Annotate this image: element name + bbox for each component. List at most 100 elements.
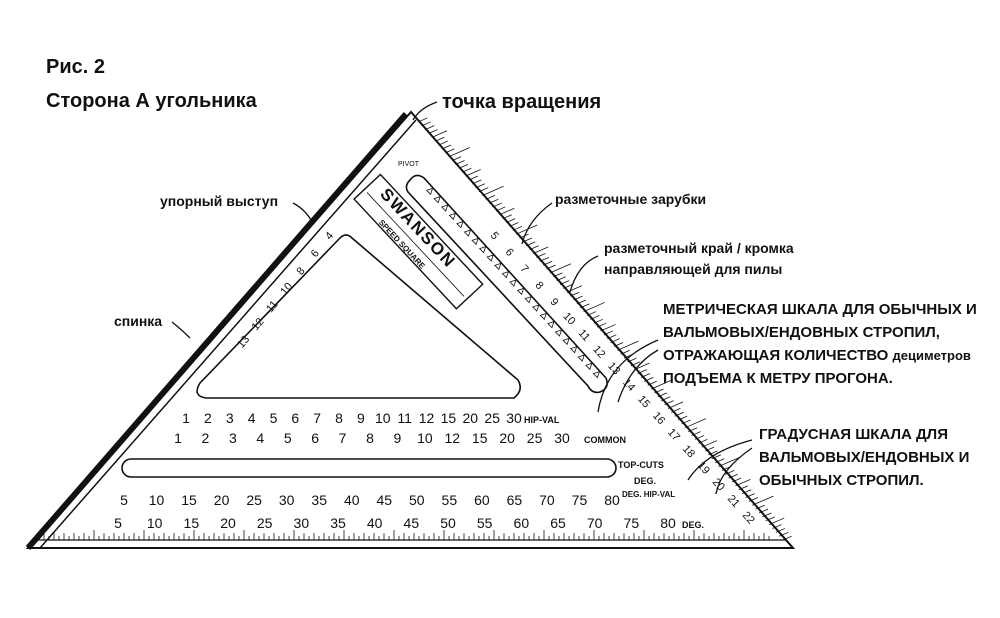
scale-number: 25 — [527, 430, 543, 446]
hip-val-mark: HIP-VAL — [524, 415, 560, 425]
pivot-label: точка вращения — [442, 91, 602, 113]
degree-scale-label-line1: ГРАДУСНАЯ ШКАЛА ДЛЯ — [759, 426, 948, 443]
scale-number: 30 — [554, 430, 570, 446]
base-ruler-ticks — [43, 530, 770, 540]
scale-number: 80 — [604, 492, 620, 508]
top-cuts-mark: TOP-CUTS — [618, 460, 664, 470]
scale-number: 3 — [226, 410, 234, 426]
metric-scale-label-line3: ОТРАЖАЮЩАЯ КОЛИЧЕСТВО дециметров — [663, 347, 971, 364]
scale-number: 50 — [440, 515, 456, 531]
scale-number: 15 — [181, 492, 197, 508]
scale-number: 30 — [506, 410, 522, 426]
scale-number: 5 — [120, 492, 128, 508]
metric-scale-label-line2: ВАЛЬМОВЫХ/ЕНДОВНЫХ СТРОПИЛ, — [663, 324, 940, 341]
scale-number: 6 — [311, 430, 319, 446]
metric-scale-label-line4: ПОДЪЕМА К МЕТРУ ПРОГОНА. — [663, 370, 893, 387]
scale-number: 40 — [367, 515, 383, 531]
lip-label: упорный выступ — [160, 193, 279, 209]
scale-number: 45 — [404, 515, 420, 531]
scale-number: 2 — [204, 410, 212, 426]
brand-plate — [353, 173, 484, 310]
pivot-mark: PIVOT — [398, 161, 420, 168]
scale-number: 65 — [550, 515, 566, 531]
degree-scale-label-line2: ВАЛЬМОВЫХ/ЕНДОВНЫХ И — [759, 449, 970, 466]
scale-number: 65 — [507, 492, 523, 508]
hypotenuse-ruler-ticks — [418, 117, 792, 541]
notches-label: разметочные зарубки — [555, 191, 707, 207]
scale-number: 70 — [539, 492, 555, 508]
scale-number: 35 — [330, 515, 346, 531]
scale-number: 60 — [514, 515, 530, 531]
scale-number: 35 — [311, 492, 327, 508]
scale-number: 7 — [339, 430, 347, 446]
scale-number: 15 — [472, 430, 488, 446]
scale-number: 55 — [477, 515, 493, 531]
scale-number: 30 — [294, 515, 310, 531]
scale-number: 30 — [279, 492, 295, 508]
degree-scale-bottom-row: 5 10 15 20 25 30 35 40 45 50 55 60 65 70 75 80 — [114, 515, 676, 531]
scale-number: 45 — [376, 492, 392, 508]
inner-cutout — [196, 234, 522, 399]
notch-slot — [405, 174, 608, 394]
back-label: спинка — [114, 313, 163, 329]
scale-number: 3 — [229, 430, 237, 446]
edge-label-line1: разметочный край / кромка — [604, 240, 794, 256]
scale-number: 1 — [174, 430, 182, 446]
notch-teeth — [425, 187, 601, 379]
deg-mark: DEG. — [634, 476, 656, 486]
scale-number: 10 — [417, 430, 433, 446]
common-mark: COMMON — [584, 435, 626, 445]
scale-number: 10 — [149, 492, 165, 508]
figure-subtitle: Сторона А угольника — [46, 90, 257, 112]
scale-number: 20 — [499, 430, 515, 446]
scale-number: 25 — [484, 410, 500, 426]
metric-scale-label-line1: МЕТРИЧЕСКАЯ ШКАЛА ДЛЯ ОБЫЧНЫХ И — [663, 301, 977, 318]
scale-number: 25 — [246, 492, 262, 508]
scale-number: 5 — [284, 430, 292, 446]
scale-number: 10 — [375, 410, 391, 426]
scale-number: 8 — [366, 430, 374, 446]
degree-scale-top-row: 5 10 15 20 25 30 35 40 45 50 55 60 65 70 75 80 — [120, 492, 620, 508]
scale-number: 4 — [256, 430, 264, 446]
scale-number: 7 — [313, 410, 321, 426]
scale-number: 25 — [257, 515, 273, 531]
scale-number: 15 — [441, 410, 457, 426]
scale-number: 10 — [147, 515, 163, 531]
scale-number: 9 — [394, 430, 402, 446]
scale-number: 15 — [184, 515, 200, 531]
scale-number: 40 — [344, 492, 360, 508]
pointer-lines — [171, 101, 753, 495]
scale-number: 2 — [202, 430, 210, 446]
degree-scale-label-line3: ОБЫЧНЫХ СТРОПИЛ. — [759, 472, 924, 489]
scale-number: 9 — [357, 410, 365, 426]
scale-number: 55 — [442, 492, 458, 508]
scale-number: 12 — [419, 410, 435, 426]
deg-bottom-mark: DEG. — [682, 520, 704, 530]
scale-number: 20 — [214, 492, 230, 508]
lip-fence — [25, 112, 409, 550]
scale-number: 75 — [572, 492, 588, 508]
horizontal-slot — [121, 458, 617, 478]
scale-number: 5 — [114, 515, 122, 531]
scale-number: 70 — [587, 515, 603, 531]
scale-number: 5 — [270, 410, 278, 426]
scale-number: 20 — [220, 515, 236, 531]
scale-number: 6 — [291, 410, 299, 426]
figure-number: Рис. 2 — [46, 56, 105, 78]
scale-number: 4 — [248, 410, 256, 426]
edge-label-line2: направляющей для пилы — [604, 261, 783, 277]
lip-inner-edge — [39, 119, 417, 549]
scale-number: 60 — [474, 492, 490, 508]
scale-number: 75 — [624, 515, 640, 531]
scale-number: 50 — [409, 492, 425, 508]
scale-number: 11 — [397, 410, 412, 426]
scale-number: 1 — [182, 410, 190, 426]
scale-number: 8 — [335, 410, 343, 426]
scale-number: 80 — [660, 515, 676, 531]
scale-number: 20 — [462, 410, 478, 426]
scale-number: 12 — [444, 430, 460, 446]
